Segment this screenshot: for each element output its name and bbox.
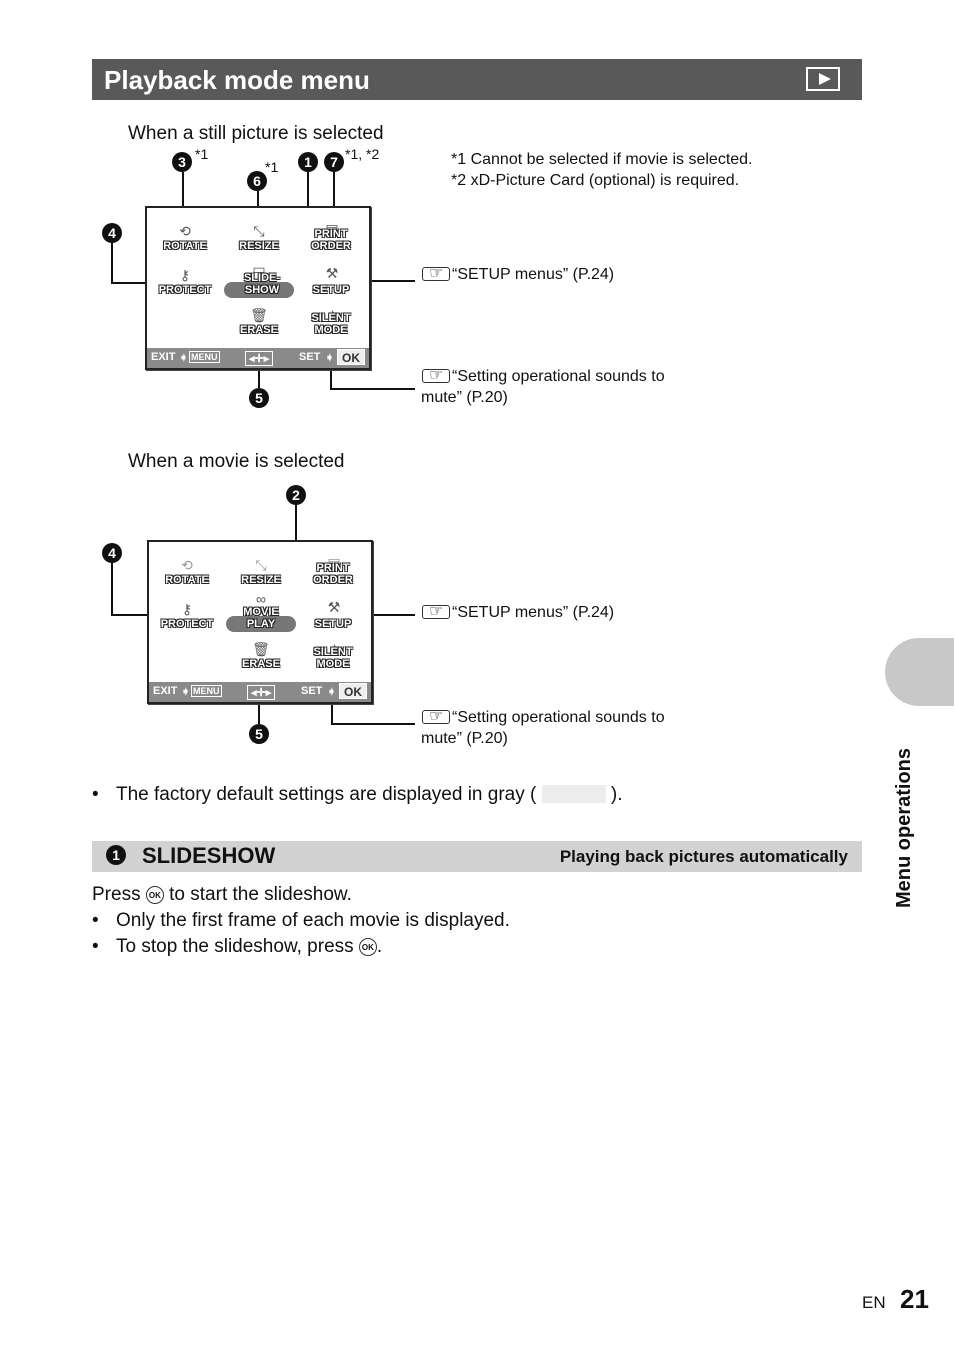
marker-5: 5 [249, 724, 269, 744]
resize-icon: ⤡ [253, 223, 265, 239]
still-caption: When a still picture is selected [128, 123, 384, 144]
rotate-icon: ⟲ [179, 223, 191, 239]
resize-icon: ⤡ [255, 557, 267, 573]
print-icon: ▤ [327, 555, 341, 571]
reference-icon [422, 706, 450, 725]
menu-protect[interactable]: PROTECT [158, 284, 212, 296]
ref-setup-still: “SETUP menus” (P.24) [422, 263, 614, 284]
bullet-icon: • [92, 936, 99, 957]
section-title: SLIDESHOW [142, 843, 276, 868]
menu-setup[interactable]: SETUP [314, 618, 352, 630]
menu-protect[interactable]: PROTECT [160, 618, 214, 630]
set-label: SET [299, 351, 321, 363]
marker-2: 2 [286, 485, 306, 505]
menu-erase[interactable]: ERASE [242, 658, 280, 670]
exit-label: EXIT [151, 351, 176, 363]
marker-6: 6 [247, 171, 267, 191]
gray-swatch [541, 785, 606, 803]
selection-highlight [226, 616, 296, 632]
movie-caption: When a movie is selected [128, 451, 345, 472]
marker-6-note: *1 [265, 159, 279, 175]
menu-rotate[interactable]: ROTATE [163, 240, 207, 252]
marker-4: 4 [102, 543, 122, 563]
marker-5: 5 [249, 388, 269, 408]
note-2: *2 xD-Picture Card (optional) is require… [451, 172, 740, 189]
menu-setup[interactable]: SETUP [312, 284, 350, 296]
ok-label: OK [337, 349, 365, 365]
ok-button-icon: OK [145, 886, 164, 904]
marker-7: 7 [324, 152, 344, 172]
bullet-2: To stop the slideshow, press OK. [116, 936, 383, 957]
defaults-note: The factory default settings are display… [116, 784, 623, 805]
speaker-icon: ♪ [330, 639, 338, 655]
marker-1: 1 [298, 152, 318, 172]
reference-icon [422, 601, 450, 620]
ref-setup-movie: “SETUP menus” (P.24) [422, 601, 614, 622]
marker-4: 4 [102, 223, 122, 243]
exit-label: EXIT [153, 685, 178, 697]
print-icon: ▤ [325, 221, 339, 237]
page-number: 21 [900, 1284, 929, 1314]
ok-label: OK [339, 683, 367, 699]
arrow-icon: ➧ [327, 686, 337, 698]
menu-erase[interactable]: ERASE [240, 324, 278, 336]
dpad-icon: ◂✛▸ [245, 351, 274, 366]
page-title: Playback mode menu [104, 65, 370, 95]
reference-icon [422, 263, 450, 282]
ref-sound-movie-2: mute” (P.20) [421, 730, 508, 747]
side-tab-label: Menu operations [893, 747, 915, 908]
bullet-icon: • [92, 784, 99, 805]
playback-icon [806, 67, 840, 91]
rotate-icon: ⟲ [181, 557, 193, 573]
slideshow-icon: ▭ [252, 261, 266, 277]
protect-icon: ⚷ [179, 267, 191, 283]
speaker-icon: ♪ [328, 305, 336, 321]
marker-3-note: *1 [195, 146, 209, 162]
ref-sound-movie: “Setting operational sounds to [422, 706, 665, 727]
note-1: *1 Cannot be selected if movie is select… [451, 151, 753, 168]
wrench-icon: ⚒ [327, 599, 341, 615]
set-label: SET [301, 685, 323, 697]
screen-bottom-bar: EXIT ➧ MENU ◂✛▸ SET ➧ OK [149, 682, 371, 702]
trash-icon: 🗑 [252, 641, 270, 657]
menu-rotate[interactable]: ROTATE [165, 574, 209, 586]
dpad-icon: ◂✛▸ [247, 685, 276, 700]
press-line: Press OK to start the slideshow. [92, 884, 352, 905]
reference-icon [422, 365, 450, 384]
bullet-1: Only the first frame of each movie is di… [116, 910, 510, 931]
ok-button-icon: OK [358, 938, 377, 956]
marker-17-note: *1, *2 [345, 146, 380, 162]
side-tab [885, 638, 954, 706]
marker-3: 3 [172, 152, 192, 172]
arrow-icon: ➧ [325, 352, 335, 364]
menu-button-label: MENU [191, 685, 222, 697]
ref-sound-still-2: mute” (P.20) [421, 389, 508, 406]
movie-icon: ∞ [256, 591, 266, 607]
menu-resize[interactable]: RESIZE [241, 574, 281, 586]
wrench-icon: ⚒ [325, 265, 339, 281]
screen-bottom-bar: EXIT ➧ MENU ◂✛▸ SET ➧ OK [147, 348, 369, 368]
menu-button-label: MENU [189, 351, 220, 363]
arrow-icon: ➧ [181, 686, 191, 698]
page-title-bar: Playback mode menu [92, 59, 862, 100]
menu-slideshow[interactable]: SLIDE-SHOW [243, 272, 281, 296]
selection-highlight [224, 282, 294, 298]
section-subtitle: Playing back pictures automatically [559, 847, 848, 866]
trash-icon: 🗑 [250, 307, 268, 323]
section-number: 1 [106, 845, 126, 865]
section-bar: 1 SLIDESHOW Playing back pictures automa… [92, 841, 862, 872]
protect-icon: ⚷ [181, 601, 193, 617]
footer-lang: EN [862, 1293, 886, 1312]
menu-resize[interactable]: RESIZE [239, 240, 279, 252]
arrow-icon: ➧ [179, 352, 189, 364]
ref-sound-still: “Setting operational sounds to [422, 365, 665, 386]
bullet-icon: • [92, 910, 99, 931]
